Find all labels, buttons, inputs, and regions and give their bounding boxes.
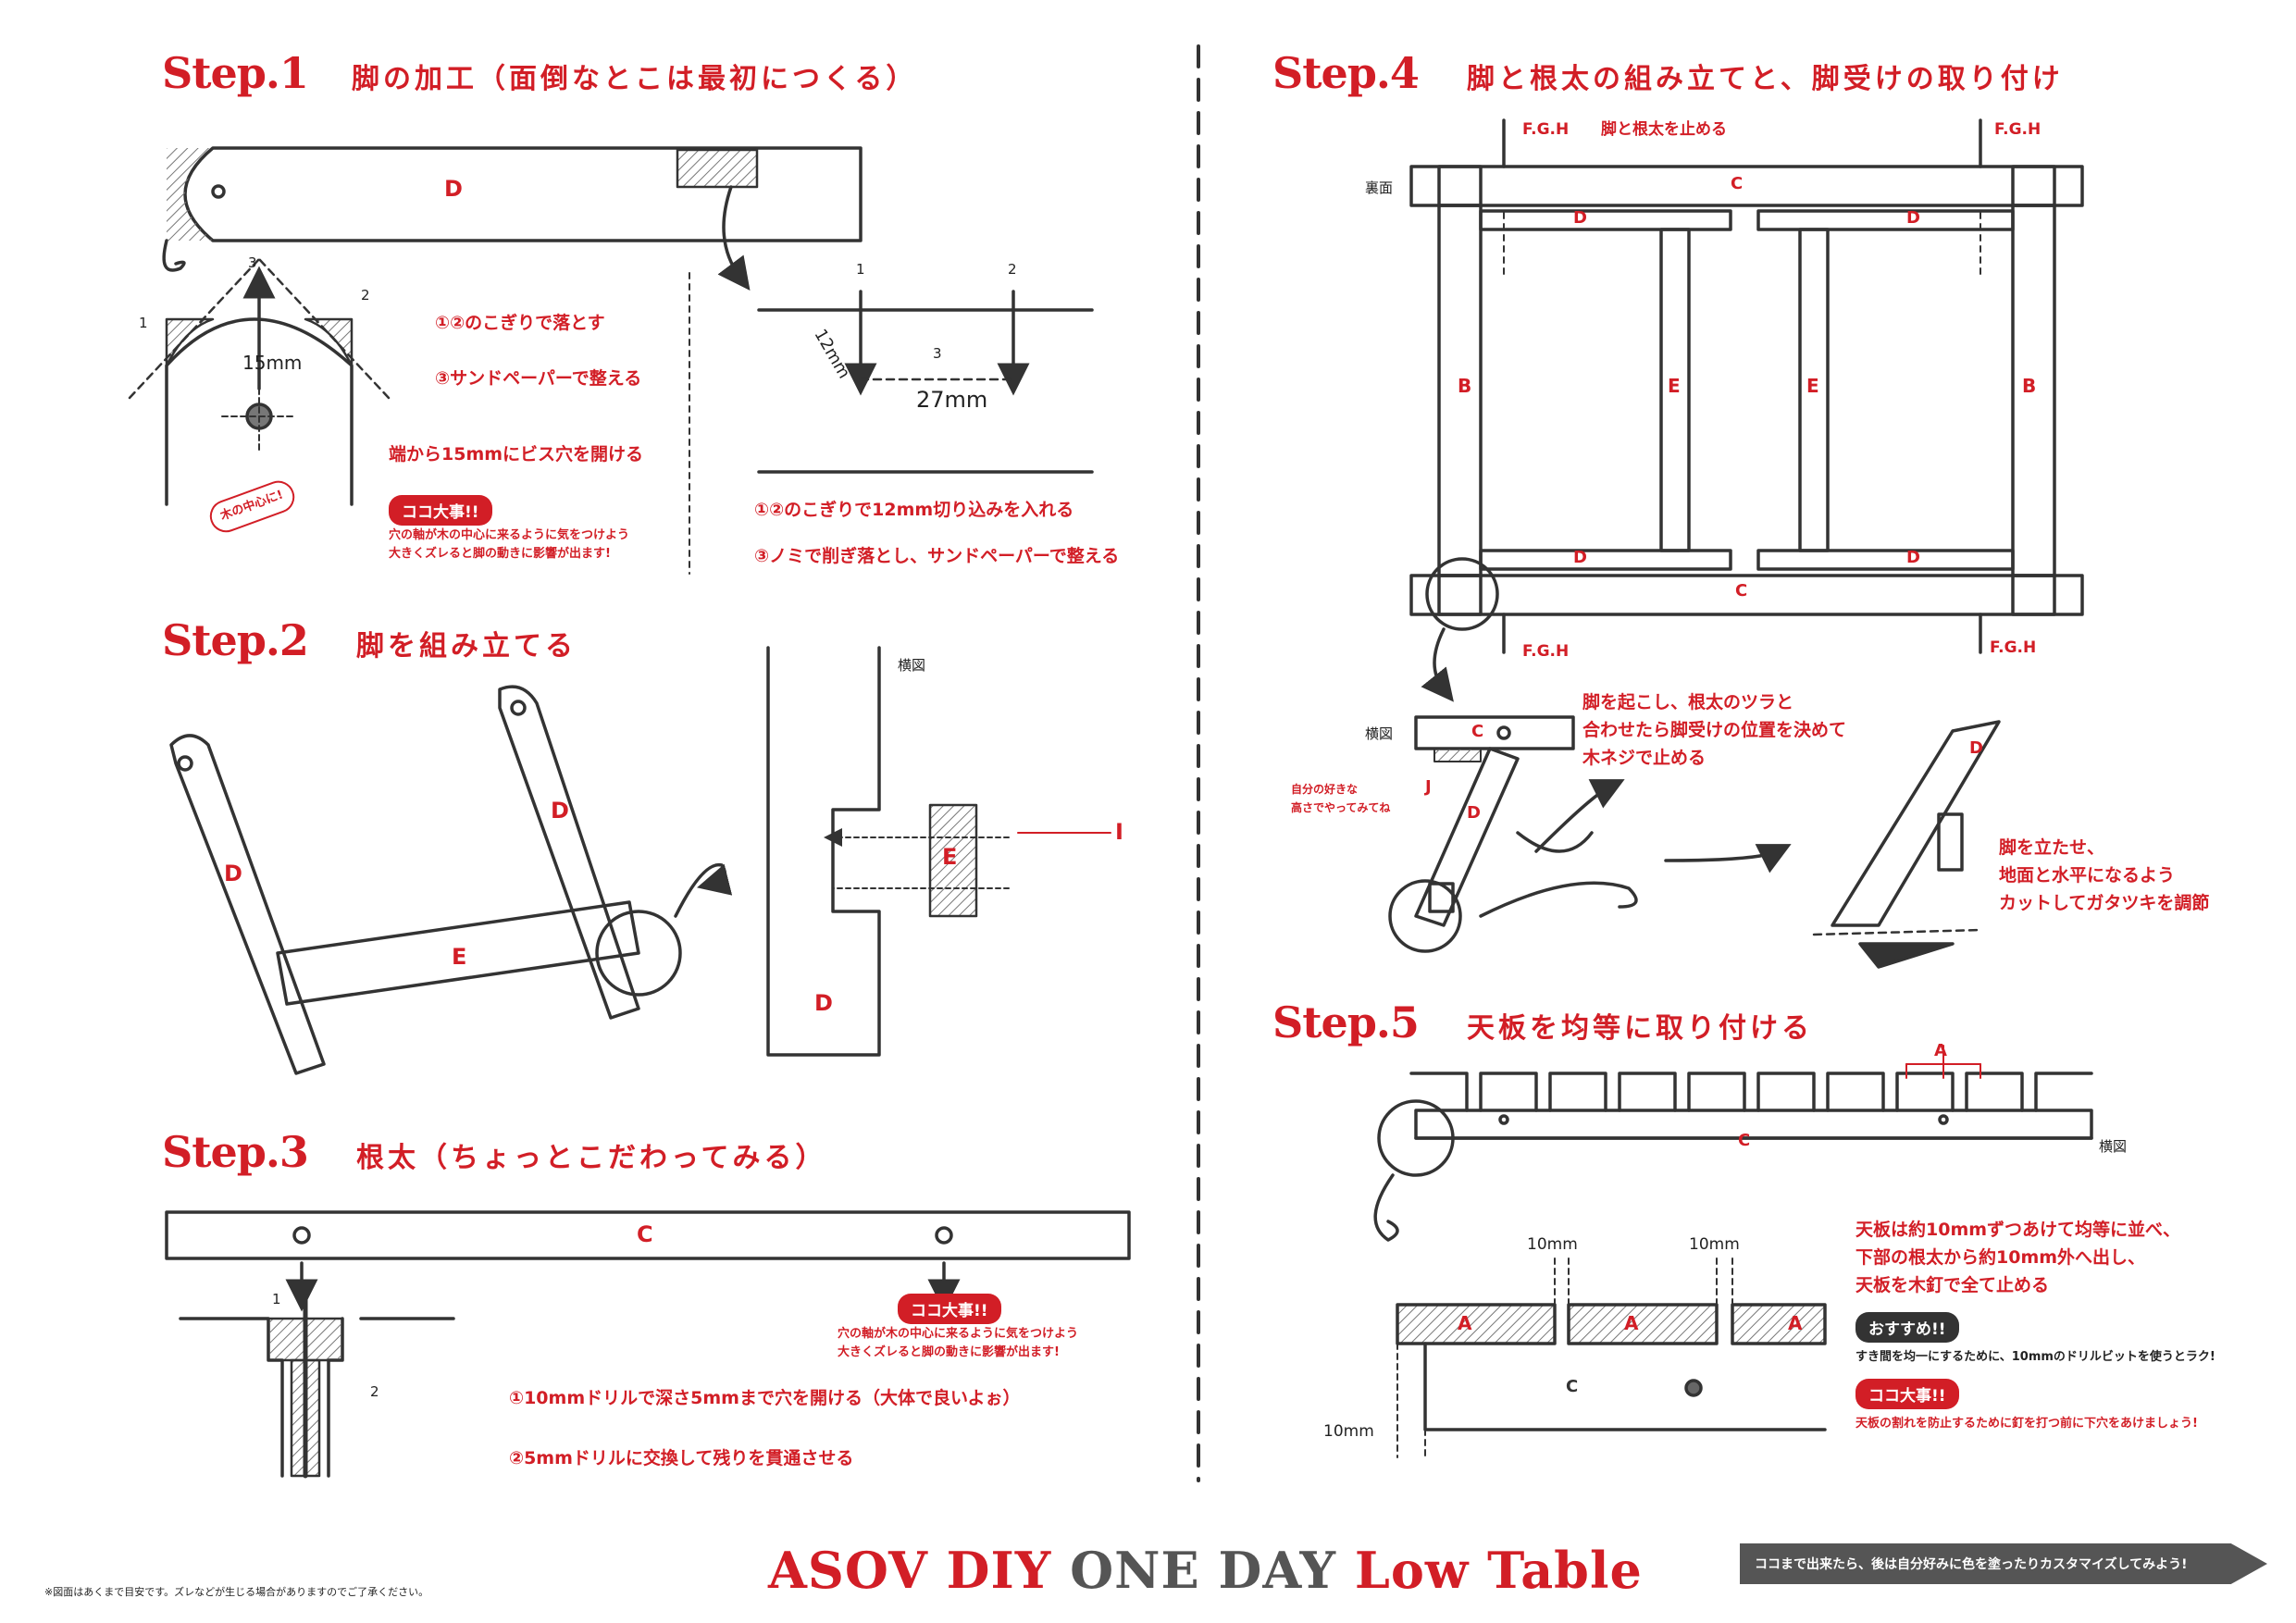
footer-banner-text: ココまで出来たら、後は自分好みに色を塗ったりカスタマイズしてみよう! — [1755, 1557, 2188, 1572]
step3-note-2: ②5mmドリルに交換して残りを貫通させる — [509, 1448, 854, 1468]
step1-note-cut: ①②のこぎりで落とす — [435, 313, 605, 333]
step1-marker-3: 3 — [248, 254, 257, 271]
step4-part-d-tr: D — [1906, 208, 1920, 228]
banner-arrow-shape — [1740, 1538, 2267, 1590]
step2-screw-label: I — [1115, 819, 1123, 845]
step3-important-2: 大きくズレると脚の動きに影響が出ます! — [838, 1345, 1060, 1359]
step1-important-2: 大きくズレると脚の動きに影響が出ます! — [389, 547, 611, 561]
footer-title-asov: ASOV DIY — [768, 1541, 1052, 1600]
step4-title: Step.4 — [1272, 48, 1420, 98]
step3-note-1: ①10mmドリルで深さ5mmまで穴を開ける（大体で良いよぉ） — [509, 1388, 1021, 1408]
footer-title-low-table: Low Table — [1354, 1541, 1643, 1600]
step5-part-a-2: A — [1624, 1312, 1639, 1334]
step5-dim-10-b: 10mm — [1689, 1235, 1740, 1254]
step4-part-e-left: E — [1668, 375, 1681, 397]
step4-note-leg-1: 脚を起こし、根太のツラと — [1582, 692, 1794, 712]
step4-part-d-tl: D — [1573, 208, 1587, 228]
step4-fgh-top-left: F.G.H — [1522, 120, 1570, 139]
step5-side-view: 横図 — [2099, 1138, 2128, 1155]
step4-fgh-bottom-left: F.G.H — [1522, 642, 1570, 661]
step5-reco-text: すき間を均一にするために、10mmのドリルビットを使うとラク! — [1855, 1350, 2215, 1364]
step4-part-j: J — [1425, 777, 1432, 797]
step5-dim-10-c: 10mm — [1323, 1422, 1374, 1441]
step4-note-height-2: 高さでやってみてね — [1291, 801, 1391, 814]
step4-part-d-br: D — [1906, 548, 1920, 567]
step3-marker-1: 1 — [272, 1291, 281, 1307]
step5-part-a-3: A — [1788, 1312, 1803, 1334]
step4-note-leg-3: 木ネジで止める — [1582, 748, 1706, 768]
footer-title-one-day: ONE DAY — [1070, 1541, 1337, 1600]
step1-note-sand: ③サンドペーパーで整える — [435, 368, 642, 389]
step2-part-e-side: E — [942, 844, 958, 870]
step2-part-d-side: D — [814, 990, 833, 1016]
step1-part-d: D — [444, 176, 463, 202]
step5-title: Step.5 — [1272, 997, 1420, 1047]
step1-marker-1: 1 — [139, 315, 148, 331]
step5-part-c: C — [1566, 1377, 1579, 1396]
step2-subtitle: 脚を組み立てる — [356, 630, 577, 663]
footer-title: ASOV DIY ONE DAY Low Table — [768, 1541, 1643, 1600]
step3-important-1: 穴の軸が木の中心に来るように気をつけよう — [838, 1327, 1079, 1341]
step5-note-1: 天板は約10mmずつあけて均等に並べ、 — [1855, 1220, 2181, 1240]
step4-fgh-bottom-right: F.G.H — [1990, 638, 2037, 657]
step1-subtitle: 脚の加工（面倒なとこは最初につくる） — [352, 63, 918, 95]
step2-title: Step.2 — [162, 615, 309, 665]
step3-part-c: C — [637, 1221, 653, 1247]
step4-back-view: 裏面 — [1365, 180, 1394, 196]
step3-marker-2: 2 — [370, 1383, 379, 1400]
step5-part-a-1: A — [1458, 1312, 1472, 1334]
step5-dim-10-a: 10mm — [1527, 1235, 1578, 1254]
step4-part-b-left: B — [1458, 375, 1472, 397]
step1-marker-2: 2 — [361, 287, 370, 304]
step1-note-right-1: ①②のこぎりで12mm切り込みを入れる — [754, 500, 1074, 520]
step4-part-d-side: D — [1467, 803, 1481, 823]
step1-note-hole: 端から15mmにビス穴を開ける — [389, 444, 644, 465]
step4-fgh-top-note: 脚と根太を止める — [1601, 120, 1727, 139]
step4-note-cut-3: カットしてガタツキを調節 — [1999, 893, 2210, 913]
step1-right-marker-3: 3 — [933, 345, 942, 362]
step4-note-leg-2: 合わせたら脚受けの位置を決めて — [1582, 720, 1847, 740]
step4-note-cut-2: 地面と水平になるよう — [1999, 865, 2176, 886]
step2-part-d-left: D — [224, 861, 242, 886]
step4-part-c-bottom: C — [1735, 581, 1748, 601]
step4-part-c-top: C — [1731, 174, 1744, 193]
step3-title: Step.3 — [162, 1127, 309, 1177]
step5-important-badge: ココ大事!! — [1855, 1379, 1959, 1409]
step2-side-view: 横図 — [898, 657, 926, 674]
step3-subtitle: 根太（ちょっとこだわってみる） — [356, 1142, 827, 1174]
step5-subtitle: 天板を均等に取り付ける — [1467, 1012, 1813, 1045]
step5-important-text: 天板の割れを防止するために釘を打つ前に下穴をあけましょう! — [1855, 1417, 2198, 1431]
step4-part-d-bl: D — [1573, 548, 1587, 567]
step4-part-e-right: E — [1806, 375, 1819, 397]
step1-title: Step.1 — [162, 48, 309, 98]
step1-note-right-2: ③ノミで削ぎ落とし、サンドペーパーで整える — [754, 546, 1120, 566]
step4-side-view: 横図 — [1365, 725, 1394, 742]
step4-subtitle: 脚と根太の組み立てと、脚受けの取り付け — [1467, 63, 2064, 95]
step5-part-c-top: C — [1738, 1131, 1751, 1150]
step4-part-b-right: B — [2022, 375, 2037, 397]
step1-dim-27: 27mm — [916, 387, 988, 413]
step5-part-a-top: A — [1934, 1041, 1947, 1060]
step2-part-e: E — [452, 944, 467, 970]
step4-fgh-top-right: F.G.H — [1994, 120, 2042, 139]
step1-right-marker-2: 2 — [1008, 261, 1017, 278]
footer-banner: ココまで出来たら、後は自分好みに色を塗ったりカスタマイズしてみよう! — [1740, 1538, 2267, 1590]
step5-reco-badge: おすすめ!! — [1855, 1312, 1959, 1343]
step1-right-marker-1: 1 — [856, 261, 865, 278]
step4-note-cut-1: 脚を立たせ、 — [1999, 837, 2105, 858]
step1-dim-15: 15mm — [242, 352, 303, 374]
step5-note-2: 下部の根太から約10mm外へ出し、 — [1855, 1247, 2146, 1268]
step4-part-d-cut: D — [1969, 738, 1983, 758]
step3-important-badge: ココ大事!! — [898, 1294, 1001, 1324]
footer-disclaimer: ※図面はあくまで目安です。ズレなどが生じる場合がありますのでご了承ください。 — [44, 1586, 429, 1598]
step2-part-d-right: D — [551, 798, 569, 824]
step1-important-badge: ココ大事!! — [389, 495, 492, 526]
step5-note-3: 天板を木釘で全て止める — [1855, 1275, 2050, 1295]
step4-part-c-side: C — [1471, 722, 1484, 741]
step4-note-height-1: 自分の好きな — [1291, 783, 1359, 796]
step1-important-1: 穴の軸が木の中心に来るように気をつけよう — [389, 528, 630, 542]
